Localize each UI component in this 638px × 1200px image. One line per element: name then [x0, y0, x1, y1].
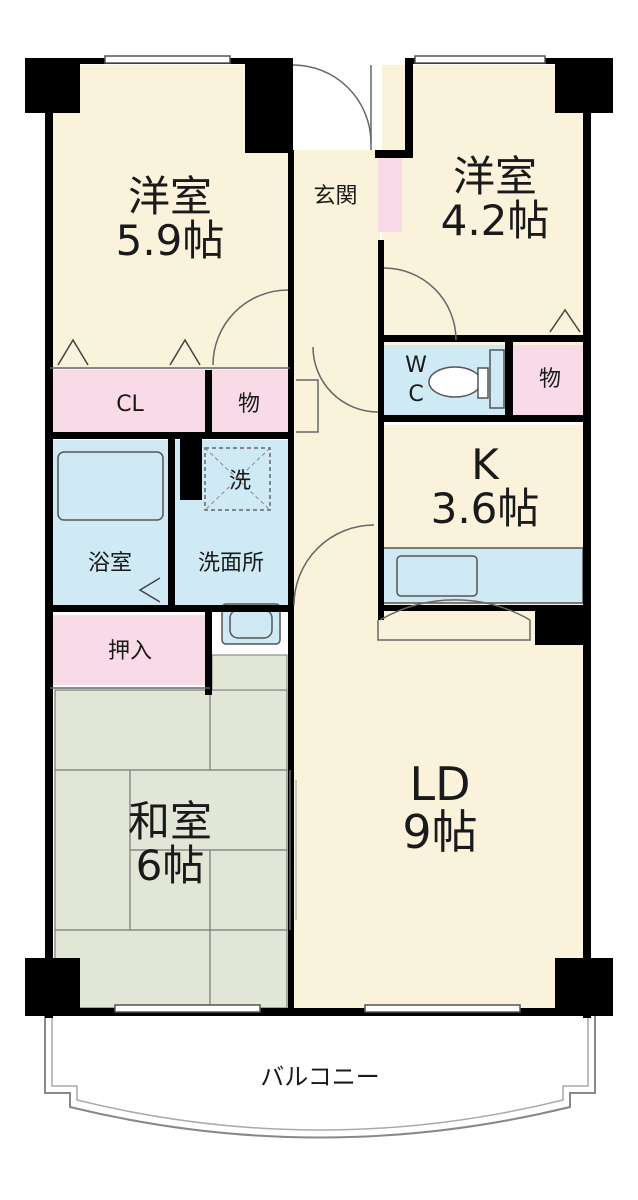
windows [104, 55, 546, 1013]
room-name: K [471, 440, 499, 489]
japanese-room-label: 和室 6帖 [100, 797, 240, 891]
tatami-floor [55, 690, 287, 1008]
oshiire-area [50, 615, 210, 685]
room-name: 洋室 [452, 152, 537, 201]
bathroom-label: 浴室 [87, 551, 132, 576]
oshiire-label: 押入 [107, 639, 152, 664]
storage-2-label: 物 [538, 367, 561, 392]
bathtub [57, 451, 164, 521]
toilet-bowl [428, 366, 482, 398]
western-room-a-label: 洋室 5.9帖 [105, 172, 235, 266]
room-size: 5.9帖 [115, 216, 225, 266]
closet-marks [57, 308, 581, 603]
room-size: 6帖 [135, 841, 205, 891]
sink [396, 555, 478, 597]
ld-floor [292, 615, 587, 1010]
storage-2-area [512, 345, 587, 415]
balcony-outline [44, 1015, 596, 1139]
washer-label: 洗 [228, 469, 251, 494]
western-room-b-floor [382, 65, 587, 345]
balcony-label: バルコニー [260, 1063, 380, 1091]
room-size: 3.6帖 [430, 484, 540, 534]
entrance-floor [292, 150, 380, 240]
room-name: 和室 [127, 797, 212, 846]
balcony-inner [51, 1015, 589, 1131]
cl-closet-label: CL [116, 392, 144, 417]
washbasin [221, 603, 281, 645]
toilet-label-top: W [405, 353, 427, 378]
toilet-label: W C [396, 352, 436, 409]
kitchen-label: K 3.6帖 [410, 440, 560, 534]
room-name: LD [409, 757, 471, 811]
entrance-label: 玄関 [313, 184, 358, 209]
door-swings [212, 64, 531, 641]
storage-1-area [210, 370, 288, 435]
room-size: 4.2帖 [440, 196, 550, 246]
cl-closet [50, 370, 205, 435]
western-room-b-label: 洋室 4.2帖 [430, 152, 560, 246]
washroom-label: 洗面所 [197, 551, 264, 576]
toilet-label-bottom: C [408, 381, 424, 407]
ld-label: LD 9帖 [370, 760, 510, 857]
storage-1-label: 物 [237, 392, 260, 417]
room-name: 洋室 [127, 172, 212, 221]
shoe-box [378, 152, 402, 232]
room-size: 9帖 [402, 805, 478, 860]
